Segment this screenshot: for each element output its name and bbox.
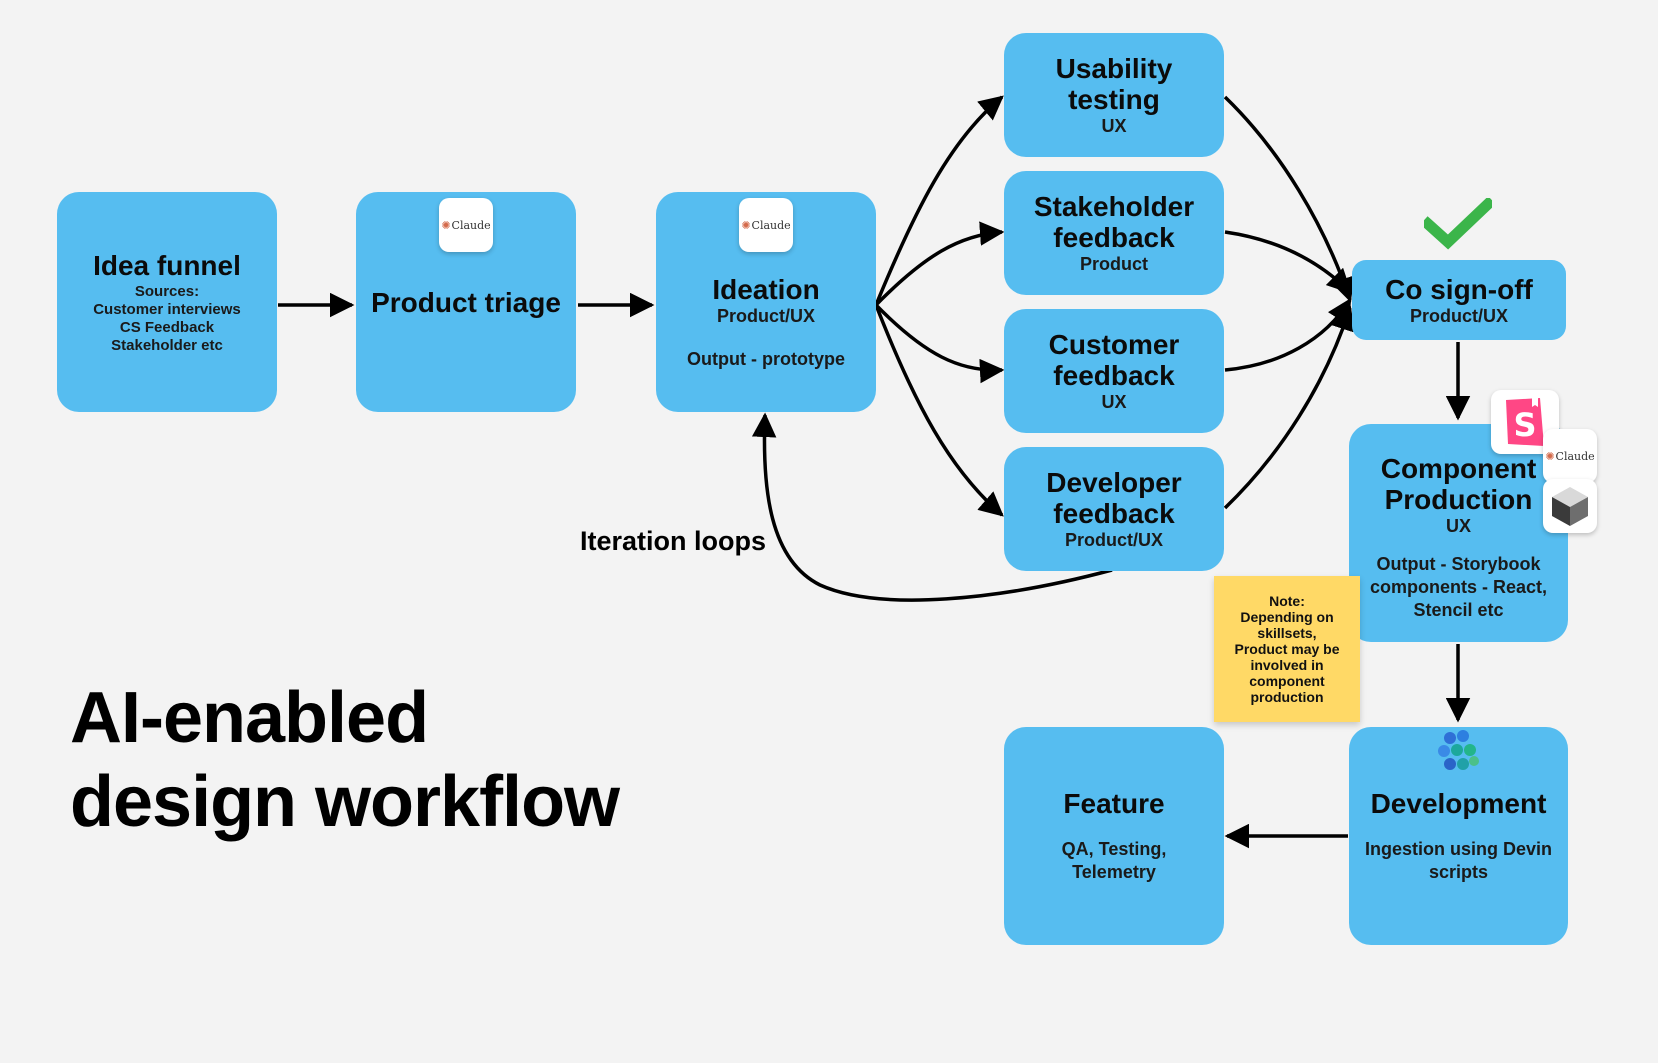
claude-logo-text: Claude — [451, 218, 491, 232]
note-line-4: Product may be — [1234, 641, 1340, 657]
idea-funnel-source-1: Customer interviews — [93, 300, 241, 318]
claude-logo-icon: ✺Claude — [739, 198, 793, 252]
page-title-line-1: AI-enabled — [70, 678, 429, 758]
customer-feedback-title-1: Customer — [1048, 329, 1180, 360]
storybook-logo-icon: S — [1506, 398, 1544, 446]
page-title: AI-enabled design workflow — [70, 676, 620, 844]
claude-logo-icon: ✺Claude — [439, 198, 493, 252]
idea-funnel-source-3: Stakeholder etc — [111, 336, 223, 354]
claude-logo-icon: ✺Claude — [1543, 429, 1597, 483]
co-signoff-title: Co sign-off — [1385, 273, 1533, 305]
ideation-role: Product/UX — [716, 306, 815, 326]
component-production-node: Component Production UX Output - Storybo… — [1349, 424, 1568, 642]
usability-testing-title-2: testing — [1068, 84, 1160, 115]
component-production-title-2: Production — [1384, 483, 1533, 515]
claude-star-icon: ✺ — [441, 218, 451, 232]
component-production-output-1: Output - Storybook — [1376, 553, 1541, 574]
stakeholder-feedback-title-2: feedback — [1053, 222, 1175, 253]
idea-funnel-node: Idea funnel Sources: Customer interviews… — [57, 192, 277, 412]
arrow-stakeholder-to-signoff — [1224, 230, 1352, 294]
stakeholder-feedback-title-1: Stakeholder — [1033, 191, 1195, 222]
note-line-5: involved in — [1250, 657, 1324, 673]
development-desc-1: Ingestion using Devin — [1364, 839, 1552, 859]
feature-title: Feature — [1063, 788, 1165, 819]
claude-logo-text: Claude — [1555, 449, 1595, 463]
developer-feedback-node: Developer feedback Product/UX — [1004, 447, 1224, 571]
development-title: Development — [1370, 788, 1547, 819]
feature-desc-1: QA, Testing, — [1061, 839, 1167, 859]
claude-star-icon: ✺ — [1545, 449, 1555, 463]
arrow-ideation-to-developer — [874, 304, 1004, 517]
claude-star-icon: ✺ — [741, 218, 751, 232]
developer-feedback-title-2: feedback — [1053, 498, 1175, 529]
note-line-6: component — [1249, 673, 1325, 689]
devin-icon — [1438, 730, 1479, 770]
component-production-output-2: components - React, — [1369, 576, 1548, 597]
co-signoff-role: Product/UX — [1409, 305, 1508, 326]
page-title-line-2: design workflow — [70, 762, 620, 842]
stakeholder-feedback-role: Product — [1079, 254, 1148, 274]
cube-logo-icon — [1552, 487, 1588, 526]
component-production-output-3: Stencil etc — [1413, 599, 1504, 620]
claude-logo-text: Claude — [751, 218, 791, 232]
note-line-1: Note: — [1269, 593, 1305, 609]
usability-testing-title-1: Usability — [1055, 53, 1173, 84]
development-desc-2: scripts — [1428, 862, 1489, 882]
arrow-usability-to-signoff — [1223, 95, 1355, 303]
customer-feedback-role: UX — [1101, 392, 1127, 412]
customer-feedback-title-2: feedback — [1053, 360, 1175, 391]
sticky-note: Note: Depending on skillsets, Product ma… — [1214, 576, 1360, 722]
idea-funnel-source-2: CS Feedback — [119, 318, 215, 336]
ideation-title: Ideation — [712, 274, 820, 305]
idea-funnel-sources-label: Sources: — [134, 282, 200, 300]
checkmark-icon — [1424, 198, 1492, 250]
arrow-ideation-to-stakeholder — [874, 221, 1005, 307]
developer-feedback-title-1: Developer — [1046, 467, 1182, 498]
note-line-2: Depending on — [1240, 609, 1334, 625]
usability-testing-node: Usability testing UX — [1004, 33, 1224, 157]
co-signoff-node: Co sign-off Product/UX — [1352, 260, 1566, 340]
svg-text:S: S — [1513, 406, 1536, 444]
arrow-ideation-to-customer — [874, 303, 1005, 384]
developer-feedback-role: Product/UX — [1064, 530, 1163, 550]
product-triage-title: Product triage — [371, 286, 561, 318]
feature-node: Feature QA, Testing, Telemetry — [1004, 727, 1224, 945]
arrow-ideation-to-usability — [874, 95, 1004, 306]
arrow-developer-to-signoff — [1223, 305, 1355, 510]
ideation-output: Output - prototype — [687, 349, 845, 369]
customer-feedback-node: Customer feedback UX — [1004, 309, 1224, 433]
component-production-role: UX — [1445, 515, 1471, 536]
iteration-loops-label: Iteration loops — [580, 526, 767, 556]
feature-desc-2: Telemetry — [1072, 862, 1156, 882]
usability-testing-role: UX — [1101, 116, 1127, 136]
cube-icon — [1543, 479, 1597, 533]
note-line-3: skillsets, — [1257, 625, 1317, 641]
idea-funnel-title: Idea funnel — [93, 249, 241, 281]
note-line-7: production — [1250, 689, 1324, 705]
development-node: Development Ingestion using Devin script… — [1349, 727, 1568, 945]
component-production-title-1: Component — [1380, 452, 1537, 484]
arrow-iteration-loop — [751, 412, 1113, 602]
product-triage-node: Product triage — [356, 192, 576, 412]
stakeholder-feedback-node: Stakeholder feedback Product — [1004, 171, 1224, 295]
